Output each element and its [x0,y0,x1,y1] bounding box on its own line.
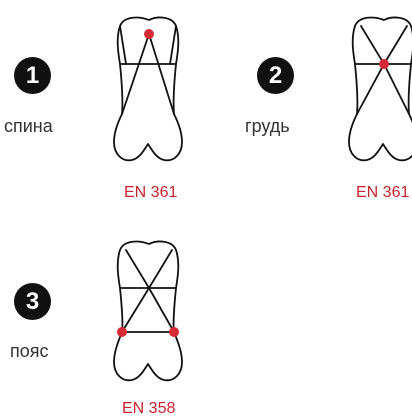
attachment-point-waist-left [117,327,127,337]
harness-back-diagram [113,16,183,162]
harness-waist-diagram [113,240,183,382]
attachment-point-chest [379,59,389,69]
number-badge: 3 [14,283,51,320]
number-badge: 2 [257,57,294,94]
attachment-point-back [144,29,154,39]
attachment-label: грудь [245,116,290,136]
number-badge: 1 [14,57,51,94]
standard-label: EN 361 [356,184,410,201]
standard-label: EN 358 [122,400,176,417]
standard-label: EN 361 [124,184,178,201]
attachment-label: спина [4,116,53,136]
attachment-point-waist-right [169,327,179,337]
harness-chest-diagram [348,16,412,162]
attachment-label: пояс [10,341,49,361]
